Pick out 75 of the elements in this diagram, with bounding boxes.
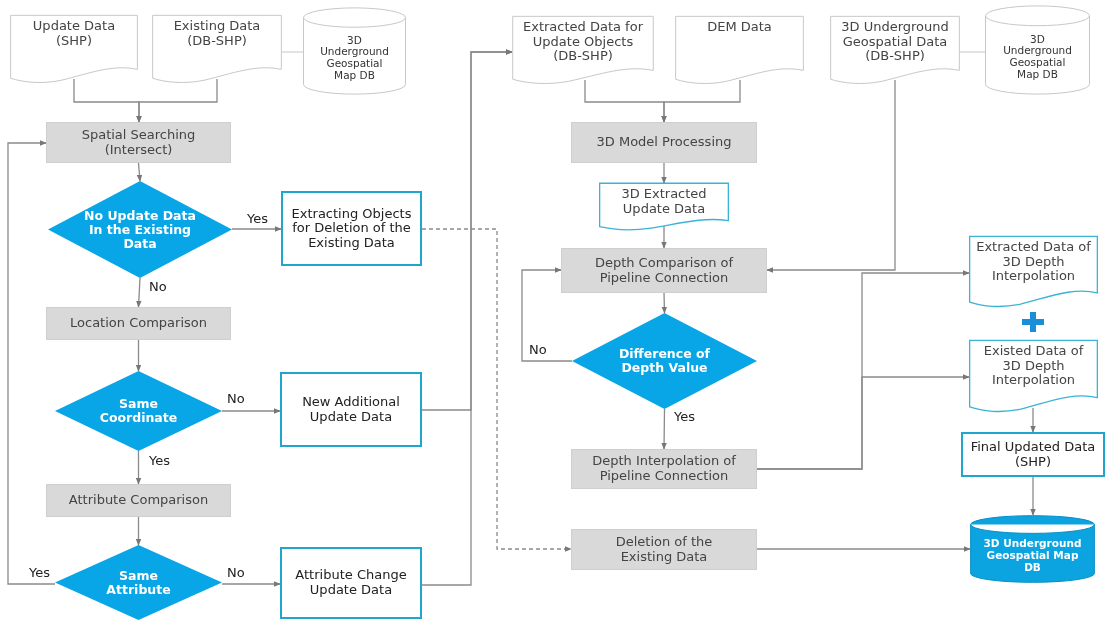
node-label: Depth Comparison of Pipeline Connection [593, 255, 735, 286]
process-box [571, 449, 757, 489]
arrow [661, 408, 667, 450]
decision-diamond [48, 181, 232, 278]
arrow [421, 49, 513, 586]
arrow [661, 292, 668, 314]
arrow [136, 277, 142, 308]
process-box [561, 248, 767, 293]
database-cylinder [303, 7, 406, 95]
arrow [766, 79, 896, 273]
node-label: Deletion of the Existing Data [614, 534, 714, 565]
node-label: No Update Data In the Existing Data [83, 208, 197, 251]
arrow [135, 339, 142, 372]
output-box [961, 432, 1105, 477]
process-box [571, 529, 757, 570]
node-label: Extracted Data for Update Objects (DB-SHP) [522, 20, 644, 64]
node-label: Same Attribute [105, 568, 172, 597]
process-box [46, 484, 231, 517]
node-label: Existed Data of 3D Depth Interpolation [982, 344, 1085, 388]
arrow [521, 267, 573, 362]
decision-diamond [572, 313, 757, 409]
node-label: 3D Underground Geospatial Data (DB-SHP) [840, 20, 950, 64]
arrow [136, 162, 143, 182]
node-label: Location Comparison [70, 316, 207, 331]
arrow [756, 374, 970, 470]
node-label: 3D Model Processing [596, 135, 732, 150]
arrow [661, 162, 667, 184]
node-label: Same Coordinate [98, 397, 179, 425]
node-label: New Additional Update Data [301, 394, 401, 425]
process-box [46, 307, 231, 340]
document-shape [599, 183, 729, 230]
arrow [221, 581, 281, 587]
arrow [661, 225, 667, 249]
node-label: DEM Data [707, 20, 772, 35]
arrow [756, 546, 971, 552]
output-box [280, 372, 422, 447]
output-box [281, 191, 422, 266]
arrow [661, 79, 741, 123]
node-label: Difference of Depth Value [617, 347, 712, 375]
node-label: Extracting Objects for Deletion of the Existing Data [290, 206, 413, 251]
node-label: 3D Extracted Update Data [620, 187, 708, 217]
node-label: Existing Data (DB-SHP) [172, 19, 262, 49]
arrow [1030, 476, 1036, 516]
document-shape [969, 340, 1098, 412]
arrow [1030, 407, 1036, 433]
arrow [231, 226, 282, 232]
node-label: Update Data (SHP) [31, 19, 117, 49]
process-box [571, 122, 757, 163]
output-box [280, 547, 422, 619]
node-label: Attribute Change Update Data [294, 568, 408, 598]
document-shape [10, 15, 138, 83]
document-shape [152, 15, 282, 83]
node-label: Depth Interpolation of Pipeline Connection [591, 454, 737, 484]
node-label: 3D Underground Geospatial Map DB [982, 538, 1083, 574]
decision-diamond [55, 371, 222, 451]
arrow [421, 228, 572, 552]
decision-diamond [55, 545, 222, 620]
node-label: Spatial Searching (Intersect) [80, 127, 197, 158]
node-label: Extracted Data of 3D Depth Interpolation [975, 240, 1092, 284]
arrow [135, 516, 142, 546]
arrow [136, 78, 218, 123]
arrow [135, 450, 142, 485]
node-label: 3D Underground Geospatial Map DB [320, 34, 389, 82]
node-label: Final Updated Data (SHP) [969, 439, 1097, 470]
document-shape [969, 236, 1098, 307]
node-label: 3D Underground Geospatial Map DB [1003, 33, 1072, 81]
document-shape [512, 16, 654, 84]
document-shape [830, 16, 960, 84]
arrow [7, 140, 56, 585]
process-box [46, 122, 231, 163]
document-shape [675, 16, 804, 84]
database-cylinder [985, 5, 1090, 95]
node-label: Attribute Comparison [68, 493, 209, 508]
arrow [221, 408, 281, 414]
database-cylinder [970, 515, 1095, 583]
